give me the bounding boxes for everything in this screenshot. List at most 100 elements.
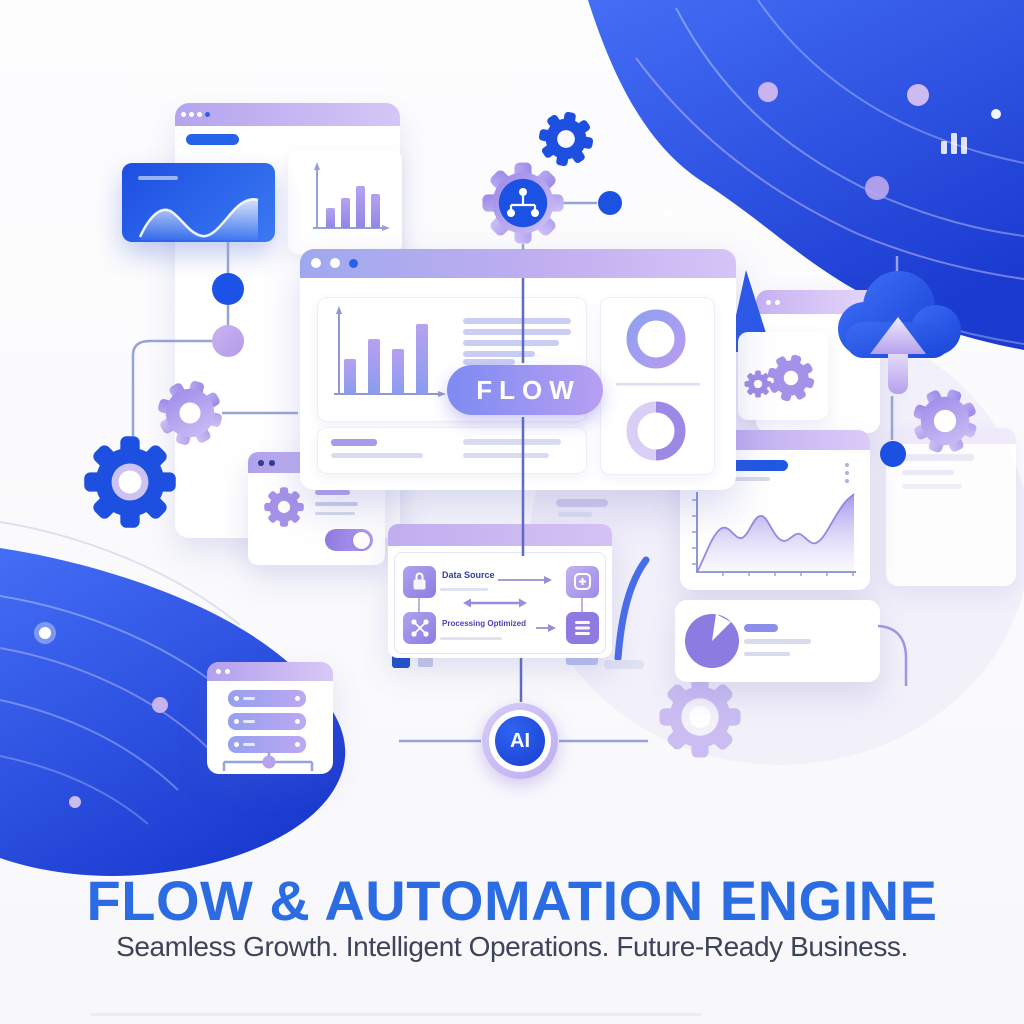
page-title: FLOW & AUTOMATION ENGINE: [86, 869, 938, 932]
window-server: [207, 662, 333, 774]
arrow-right-icon: [498, 576, 552, 584]
window-dot: [181, 112, 186, 117]
bar-chart: [313, 162, 390, 231]
flow-node-database: [566, 612, 599, 644]
gear-icons: [744, 349, 820, 407]
text-line: [315, 502, 358, 506]
window-dot: [269, 460, 275, 466]
dashboard-card-donuts: [600, 297, 715, 475]
curve-fragment: [614, 556, 650, 662]
flow-node-source: [403, 566, 436, 598]
database-icon: [575, 621, 590, 635]
flow-row1-label: Data Source: [442, 570, 495, 580]
line-chart: [138, 198, 259, 240]
text-line: [463, 351, 535, 357]
text-line-accent: [331, 439, 377, 446]
text-line: [463, 329, 571, 335]
pie-chart: [685, 614, 739, 668]
bar-chart-icon: [941, 133, 967, 154]
page-subtitle: Seamless Growth. Intelligent Operations.…: [116, 931, 908, 962]
text-line: [463, 453, 549, 458]
window-dot: [189, 112, 194, 117]
window-dot: [330, 258, 340, 268]
text-line: [732, 477, 770, 481]
footer-line: [90, 1013, 702, 1016]
menu-dot: [845, 471, 849, 475]
arrow-right-icon: [536, 624, 556, 632]
window-titlebar: [300, 249, 736, 278]
window-flow-diagram: Data Source Processing Optimized: [388, 524, 612, 658]
gear-icon: [659, 676, 741, 758]
window-main-dashboard: FLOW: [300, 249, 736, 490]
wave-ribbon-bottom-left: [0, 521, 346, 877]
bar-chart: [334, 306, 446, 397]
text-line: [744, 652, 790, 656]
menu-dot: [845, 479, 849, 483]
double-arrow-icon: [463, 598, 527, 608]
server-rack: [228, 713, 306, 730]
text-line: [463, 439, 561, 445]
flow-pill: FLOW: [447, 365, 603, 415]
lock-icon: [413, 572, 426, 590]
window-titlebar: [886, 428, 1016, 444]
text-line: [744, 639, 811, 644]
text-line: [902, 484, 962, 489]
ai-badge-label: AI: [510, 730, 530, 752]
wave-fragment: [728, 270, 772, 352]
text-line-accent: [315, 490, 350, 495]
text-line: [463, 340, 559, 346]
area-chart: [692, 492, 856, 576]
gears-card: [738, 332, 828, 420]
window-titlebar: [388, 524, 612, 546]
text-line: [315, 512, 355, 515]
flow-pill-label: FLOW: [476, 375, 581, 405]
window-dot: [775, 300, 780, 305]
text-line: [463, 359, 515, 365]
ai-badge-core: AI: [495, 716, 545, 766]
text-line: [902, 454, 974, 461]
text-line-accent: [744, 624, 778, 632]
ui-fragments: [392, 499, 644, 669]
window-dot: [216, 669, 221, 674]
gear-icon: [264, 487, 304, 527]
donut-chart: [626, 309, 686, 369]
mini-bar-chart-card: [288, 150, 402, 254]
flow-row2-label: Processing Optimized: [442, 619, 527, 628]
window-dot: [205, 112, 210, 117]
node-connector: [418, 598, 420, 612]
window-dot: [225, 669, 230, 674]
text-line: [440, 637, 502, 640]
text-line: [463, 318, 571, 324]
server-rack: [228, 690, 306, 707]
blue-line-chart-card: [122, 163, 275, 242]
nav-pill: [186, 134, 239, 145]
window-titlebar: [207, 662, 333, 681]
toggle-knob: [353, 531, 370, 549]
flow-node-secure: [566, 566, 599, 598]
window-dot: [311, 258, 321, 268]
text-line: [440, 588, 488, 591]
title-pill: [732, 460, 788, 471]
window-dot: [349, 259, 358, 268]
text-line: [902, 470, 954, 475]
donut-chart: [655, 401, 686, 461]
dashboard-card-text: [317, 427, 587, 474]
server-rack: [228, 736, 306, 753]
window-titlebar: [175, 103, 400, 126]
faint-side-panel: [886, 428, 1016, 586]
share-icon: [411, 619, 429, 637]
window-dot: [766, 300, 771, 305]
ai-badge: AI: [482, 703, 558, 779]
flow-node-process: [403, 612, 436, 644]
window-dot: [258, 460, 264, 466]
wave-ribbon-top-right: [588, 0, 1024, 350]
text-line: [331, 453, 423, 458]
pie-summary-card: [675, 600, 880, 682]
shield-plus-icon: [574, 573, 591, 590]
window-dot: [197, 112, 202, 117]
node-connector: [581, 598, 583, 612]
card-title-line: [138, 176, 178, 180]
donut-charts: [616, 309, 700, 461]
menu-dot: [845, 463, 849, 467]
